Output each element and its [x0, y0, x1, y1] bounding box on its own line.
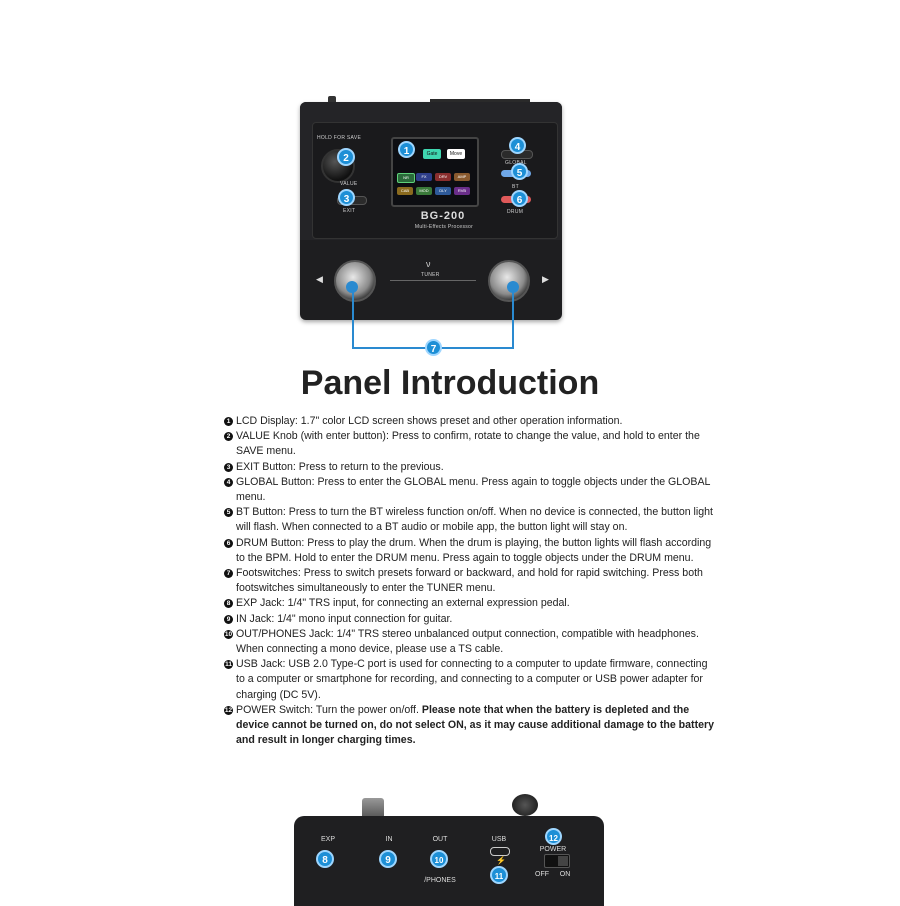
tuner-icon: ν [426, 259, 431, 269]
item-number: 4 [224, 477, 233, 487]
value-label: VALUE [340, 181, 358, 187]
value-knob[interactable] [321, 149, 355, 183]
footswitch-divider [390, 280, 476, 281]
drum-label: DRUM [507, 209, 524, 215]
usb-c-port[interactable] [490, 847, 510, 856]
phones-label: /PHONES [424, 877, 456, 884]
item-text: OUT/PHONES Jack: 1/4" TRS stereo unbalan… [236, 627, 699, 656]
item-number: 1 [224, 417, 233, 426]
callout-badge-6: 6 [511, 190, 528, 207]
exit-label: EXIT [343, 208, 356, 214]
charge-icon: ⚡ [496, 856, 506, 865]
model-name: BG-200 [420, 210, 466, 222]
chip-amp: AMP [454, 173, 470, 181]
item-text: POWER Switch: Turn the power on/off. [236, 703, 422, 716]
item-text: USB Jack: USB 2.0 Type-C port is used fo… [236, 658, 708, 701]
item-number: 12 [224, 705, 233, 715]
item-text: DRUM Button: Press to play the drum. Whe… [236, 536, 712, 564]
footswitch-left[interactable] [334, 260, 376, 302]
footswitch-right[interactable] [488, 260, 530, 302]
item-number: 7 [224, 569, 233, 579]
item-number: 3 [224, 462, 233, 472]
in-label: IN [385, 836, 393, 843]
callout-badge-9: 9 [379, 850, 397, 868]
power-switch[interactable] [544, 854, 570, 868]
usb-label: USB [491, 836, 507, 843]
arrow-right-icon: ▶ [542, 274, 549, 284]
item-number: 10 [224, 629, 233, 639]
item-text: EXP Jack: 1/4" TRS input, for connecting… [236, 597, 570, 610]
callout-badge-2: 2 [337, 148, 355, 166]
callout-badge-11: 11 [490, 866, 508, 884]
control-panel: HOLD FOR SAVE VALUE EXIT Gate Move NR FX… [312, 122, 558, 239]
item-text: BT Button: Press to turn the BT wireless… [236, 506, 713, 534]
model-subtitle: Multi-Effects Processor [414, 224, 474, 230]
callout-badge-10: 10 [430, 850, 448, 868]
hold-for-save-label: HOLD FOR SAVE [317, 135, 362, 141]
callout-line-right [512, 289, 514, 348]
chip-rvb: RVB [454, 187, 470, 195]
chip-mod: MOD [416, 187, 432, 195]
off-label: OFF [535, 871, 549, 878]
item-number: 9 [224, 614, 233, 624]
item-text: IN Jack: 1/4" mono input connection for … [236, 612, 453, 625]
power-label: POWER [539, 846, 567, 853]
bt-label: BT [512, 184, 519, 190]
item-text: VALUE Knob (with enter button): Press to… [236, 430, 700, 458]
tuner-label: TUNER [421, 272, 440, 278]
item-number: 2 [224, 432, 233, 442]
callout-dot-left [346, 281, 358, 293]
callout-badge-5: 5 [511, 163, 528, 180]
item-number: 11 [224, 660, 233, 670]
top-knob [512, 794, 538, 816]
chip-dly: DLY [435, 187, 451, 195]
device-top-view: HOLD FOR SAVE VALUE EXIT Gate Move NR FX… [300, 96, 562, 320]
screen-tab-gate: Gate [423, 149, 441, 159]
item-warning: Please note that when the battery is dep… [236, 703, 715, 747]
item-text: EXIT Button: Press to return to the prev… [236, 460, 444, 473]
expression-plug [362, 798, 384, 818]
chip-nr: NR [397, 173, 415, 183]
chip-drv: DRV [435, 173, 451, 181]
callout-badge-4: 4 [509, 137, 526, 154]
screen-tab-move: Move [447, 149, 465, 159]
item-number: 5 [224, 508, 233, 518]
callout-line-left [352, 289, 354, 348]
arrow-left-icon: ◀ [316, 274, 323, 284]
callout-badge-1: 1 [398, 141, 415, 158]
out-label: OUT [432, 836, 448, 843]
callout-badge-7: 7 [425, 339, 442, 356]
on-label: ON [559, 871, 571, 878]
callout-badge-12: 12 [545, 828, 562, 845]
callout-badge-3: 3 [338, 189, 355, 206]
lcd-screen: Gate Move NR FX DRV AMP CAB MOD DLY RVB [391, 137, 479, 207]
exp-label: EXP [320, 836, 335, 843]
chip-fx: FX [416, 173, 432, 181]
page-title: Panel Introduction [300, 364, 600, 402]
top-connector [328, 96, 336, 102]
callout-dot-right [507, 281, 519, 293]
item-text: LCD Display: 1.7" color LCD screen shows… [236, 415, 623, 427]
item-number: 6 [224, 538, 233, 548]
top-ridge [430, 99, 530, 102]
item-number: 8 [224, 599, 233, 609]
item-text: GLOBAL Button: Press to enter the GLOBAL… [236, 475, 711, 504]
callout-badge-8: 8 [316, 850, 334, 868]
chip-cab: CAB [397, 187, 413, 195]
device-side-view: EXP IN OUT /PHONES USB ⚡ POWER OFF ON [294, 816, 604, 906]
item-text: Footswitches: Press to switch presets fo… [236, 567, 703, 595]
